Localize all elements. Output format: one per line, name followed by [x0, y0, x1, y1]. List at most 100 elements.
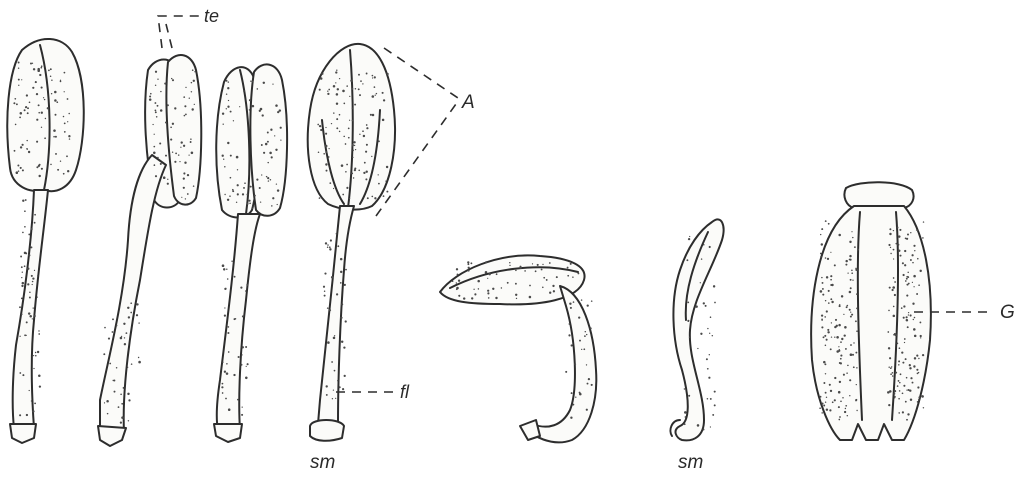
stipple-dot — [893, 315, 896, 318]
stipple-dot — [893, 258, 894, 259]
stipple-dot — [838, 406, 840, 408]
stipple-dot — [707, 368, 709, 370]
stipple-dot — [181, 141, 183, 143]
stipple-dot — [821, 403, 823, 405]
stipple-dot — [326, 394, 328, 396]
stipple-dot — [846, 372, 848, 374]
stipple-dot — [689, 337, 690, 338]
stipple-dot — [362, 83, 363, 84]
stipple-dot — [56, 101, 58, 103]
stipple-dot — [121, 403, 123, 405]
stipple-dot — [346, 187, 348, 189]
stipple-dot — [529, 285, 531, 287]
stipple-dot — [275, 104, 278, 107]
stipple-dot — [327, 246, 328, 247]
stipple-dot — [687, 320, 689, 322]
stipple-dot — [36, 166, 38, 168]
stipple-dot — [684, 411, 687, 414]
stipple-dot — [21, 298, 23, 300]
stipple-dot — [584, 335, 586, 337]
stipple-dot — [843, 374, 845, 376]
stipple-dot — [820, 253, 822, 255]
stipple-dot — [824, 316, 826, 318]
stipple-dot — [138, 361, 141, 364]
stipple-dot — [60, 81, 62, 83]
stipple-dot — [236, 202, 237, 203]
stipple-dot — [249, 200, 251, 202]
stipple-dot — [116, 367, 118, 369]
stipple-dot — [838, 324, 841, 327]
stipple-dot — [892, 375, 894, 377]
stipple-dot — [32, 284, 33, 285]
stipple-dot — [21, 277, 22, 278]
stipple-dot — [225, 288, 226, 289]
stipple-dot — [21, 285, 23, 287]
stipple-dot — [916, 355, 918, 357]
stipple-dot — [845, 405, 847, 407]
stipple-dot — [350, 80, 352, 82]
stipple-dot — [35, 81, 37, 83]
stipple-dot — [41, 87, 43, 89]
stipple-dot — [253, 206, 255, 208]
stipple-dot — [242, 346, 244, 348]
stipple-dot — [847, 415, 848, 416]
stipple-dot — [695, 305, 698, 308]
stipple-dot — [67, 98, 69, 100]
stipple-dot — [24, 210, 26, 212]
stipple-dot — [382, 119, 385, 122]
stipple-dot — [703, 302, 705, 304]
stipple-dot — [24, 109, 26, 111]
stipple-dot — [902, 392, 904, 394]
stipple-dot — [194, 71, 195, 72]
stipple-dot — [496, 273, 498, 275]
stipple-dot — [904, 250, 906, 252]
stipple-dot — [27, 112, 29, 114]
stipple-dot — [38, 175, 40, 177]
stipple-dot — [22, 200, 24, 202]
stipple-dot — [64, 131, 66, 133]
stipple-dot — [336, 293, 338, 295]
stipple-dot — [821, 277, 822, 278]
stipple-dot — [892, 372, 894, 374]
stipple-dot — [193, 80, 195, 82]
stipple-dot — [327, 244, 329, 246]
stipple-dot — [700, 282, 701, 283]
stipple-dot — [840, 400, 842, 402]
stipple-dot — [913, 275, 916, 278]
stipple-dot — [157, 105, 159, 107]
stipple-dot — [26, 94, 28, 96]
stipple-dot — [159, 142, 161, 144]
stipple-dot — [37, 296, 38, 297]
stipple-dot — [325, 133, 327, 135]
stipple-dot — [897, 227, 899, 229]
stipple-dot — [362, 130, 364, 132]
stipple-dot — [827, 329, 829, 331]
stipple-dot — [165, 155, 167, 157]
stipple-dot — [352, 120, 354, 122]
stipple-dot — [271, 156, 273, 158]
stipple-dot — [160, 109, 163, 112]
stipple-dot — [227, 278, 229, 280]
stipple-dot — [32, 410, 34, 412]
stipple-dot — [57, 169, 59, 171]
stipple-dot — [567, 267, 569, 269]
stipple-dot — [902, 262, 904, 264]
stipple-dot — [222, 113, 224, 115]
stipple-dot — [318, 151, 320, 153]
stipple-dot — [116, 325, 118, 327]
stipple-dot — [337, 380, 338, 381]
stipple-dot — [917, 386, 919, 388]
stipple-dot — [572, 276, 574, 278]
stipple-dot — [41, 65, 43, 67]
stipple-dot — [13, 102, 15, 104]
stipple-dot — [222, 383, 224, 385]
stipple-dot — [569, 302, 571, 304]
stipple-dot — [29, 390, 30, 391]
stipple-dot — [358, 88, 360, 90]
stipple-dot — [912, 282, 913, 283]
stipple-dot — [37, 275, 39, 277]
stipple-dot — [330, 239, 332, 241]
stipple-dot — [552, 285, 554, 287]
stipple-dot — [910, 259, 912, 261]
stipple-dot — [709, 333, 710, 334]
